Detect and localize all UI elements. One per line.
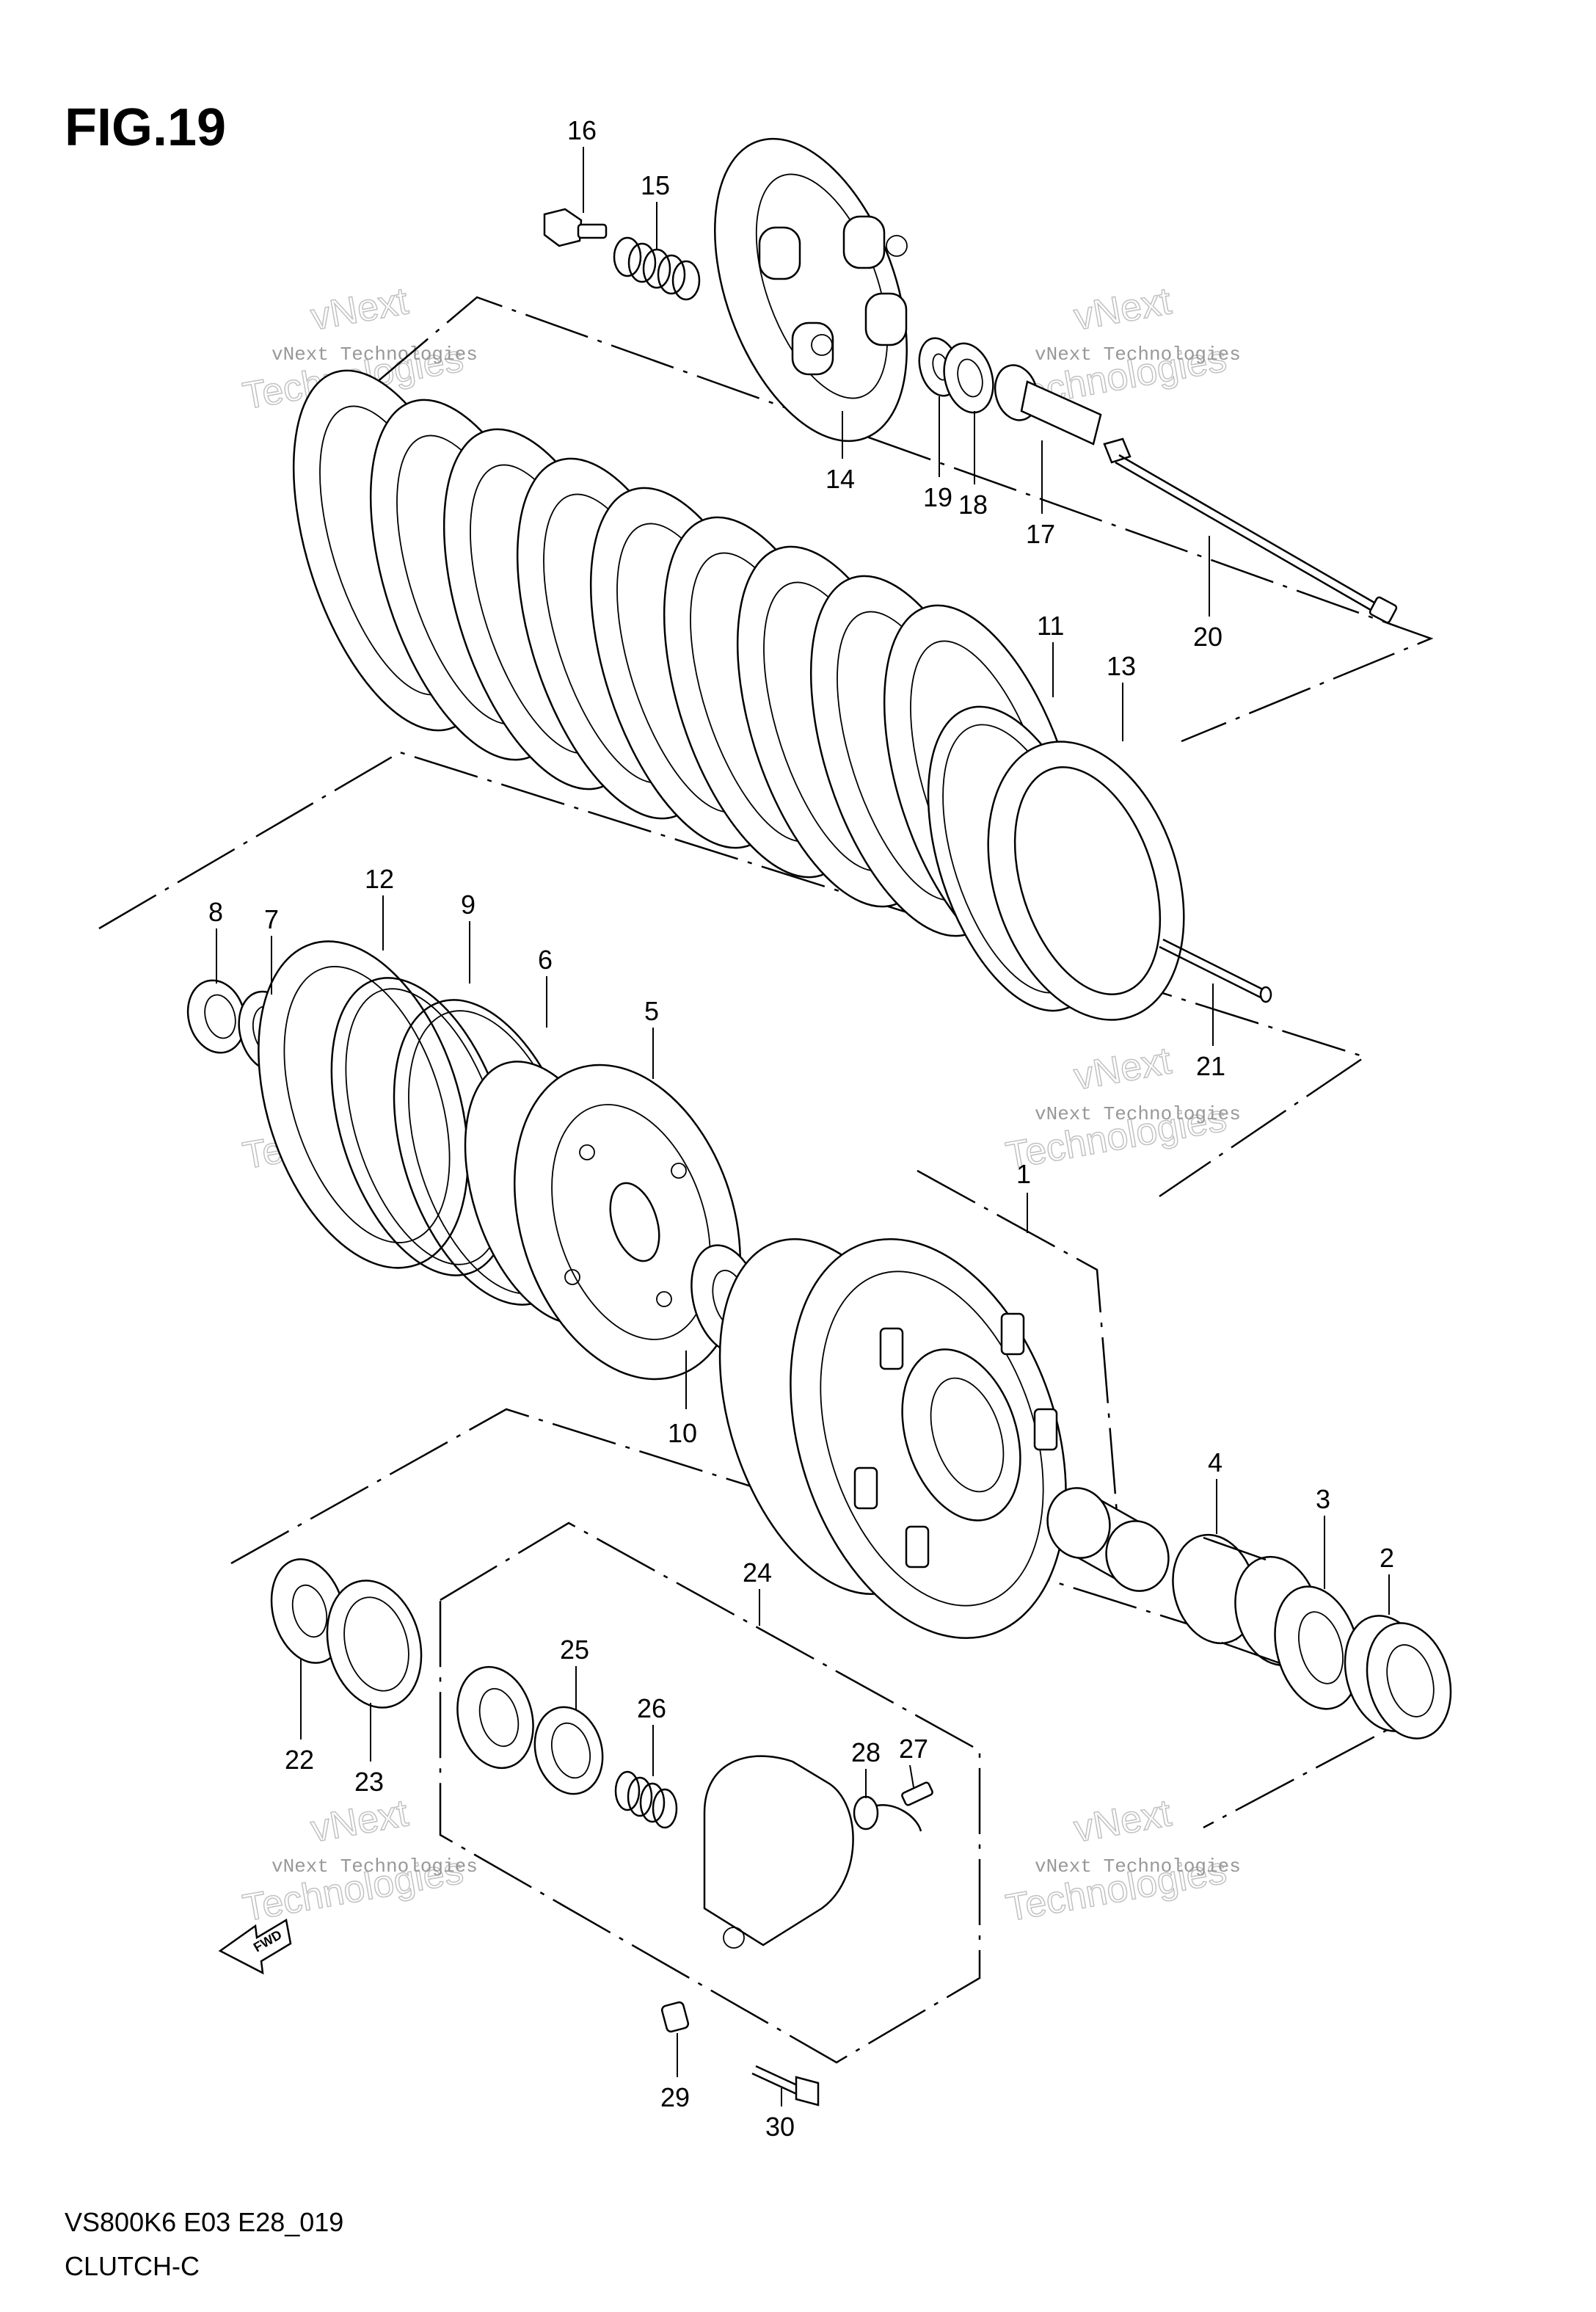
figure-title: FIG.19 bbox=[65, 98, 226, 157]
callout-5: 5 bbox=[644, 996, 659, 1026]
callout-labels: 1 2 3 4 5 6 7 8 9 10 11 12 13 14 15 16 1… bbox=[208, 115, 1394, 2142]
clutch-plate-stack bbox=[292, 369, 1084, 967]
watermark-text: vNext Technologies bbox=[272, 1855, 478, 1877]
part-17-push-piece bbox=[994, 364, 1102, 446]
callout-15: 15 bbox=[641, 170, 670, 200]
callout-2: 2 bbox=[1380, 1543, 1394, 1573]
callout-17: 17 bbox=[1026, 519, 1055, 549]
group-frame-release bbox=[439, 1522, 981, 2064]
part-1-clutch-housing bbox=[718, 1238, 1067, 1639]
part-15-clutch-spring bbox=[613, 236, 701, 301]
callout-19: 19 bbox=[923, 482, 952, 512]
callout-12: 12 bbox=[365, 864, 394, 894]
part-23-bearing bbox=[326, 1579, 423, 1709]
callout-20: 20 bbox=[1193, 622, 1222, 652]
watermark-text: vNext Technologies bbox=[1035, 1103, 1241, 1125]
watermark-logo-top: vNext bbox=[1071, 1039, 1175, 1098]
leader-lines bbox=[216, 147, 1390, 2106]
part-2-spacer bbox=[1344, 1615, 1452, 1740]
callout-24: 24 bbox=[743, 1557, 772, 1588]
watermark-text: vNext Technologies bbox=[1035, 343, 1241, 366]
callout-29: 29 bbox=[660, 2082, 690, 2112]
callout-25: 25 bbox=[560, 1635, 589, 1665]
section-name: CLUTCH-C bbox=[65, 2251, 200, 2281]
watermark-logo-top: vNext bbox=[1071, 1792, 1175, 1850]
callout-22: 22 bbox=[285, 1745, 314, 1775]
model-code: VS800K6 E03 E28_019 bbox=[65, 2207, 343, 2237]
callout-16: 16 bbox=[567, 115, 597, 145]
group-frame-plates bbox=[307, 296, 1434, 743]
callout-28: 28 bbox=[851, 1737, 881, 1767]
callout-9: 9 bbox=[461, 890, 475, 920]
callout-13: 13 bbox=[1107, 651, 1136, 681]
callout-1: 1 bbox=[1016, 1159, 1031, 1189]
part-20-push-rod bbox=[1103, 437, 1398, 624]
part-18-bearing bbox=[943, 342, 994, 414]
spacer-sleeve bbox=[1046, 1487, 1170, 1592]
watermark-logo-top: vNext bbox=[1071, 280, 1175, 338]
watermark-text: vNext Technologies bbox=[1035, 1855, 1241, 1877]
callout-6: 6 bbox=[538, 945, 553, 975]
callout-27: 27 bbox=[899, 1734, 928, 1764]
callout-10: 10 bbox=[668, 1418, 697, 1448]
part-24-release-cylinder-assy bbox=[456, 1665, 933, 2106]
callout-18: 18 bbox=[958, 490, 988, 520]
callout-14: 14 bbox=[826, 464, 855, 494]
callout-11: 11 bbox=[1037, 611, 1064, 641]
callout-3: 3 bbox=[1316, 1484, 1330, 1514]
callout-7: 7 bbox=[264, 904, 279, 934]
part-12-plate bbox=[258, 940, 469, 1269]
group-frame-housing bbox=[230, 1408, 1441, 1829]
watermark-text: vNext Technologies bbox=[272, 343, 478, 366]
part-21-push-rod bbox=[1159, 938, 1272, 1003]
front-direction-arrow: FWD bbox=[218, 1919, 292, 1975]
callout-23: 23 bbox=[354, 1767, 384, 1797]
callout-30: 30 bbox=[765, 2112, 795, 2142]
callout-21: 21 bbox=[1196, 1051, 1225, 1081]
watermark-logo-top: vNext bbox=[307, 1792, 412, 1850]
watermark-logo-top: vNext bbox=[307, 280, 412, 338]
part-13-clutch-plate bbox=[987, 741, 1185, 1021]
part-3-washer bbox=[1274, 1585, 1360, 1710]
part-14-pressure-plate bbox=[714, 137, 908, 443]
callout-8: 8 bbox=[208, 897, 223, 927]
callout-26: 26 bbox=[637, 1693, 666, 1723]
part-5-sleeve-hub bbox=[464, 1061, 742, 1381]
callout-4: 4 bbox=[1208, 1447, 1222, 1477]
part-16-spring-bolt bbox=[543, 208, 608, 247]
